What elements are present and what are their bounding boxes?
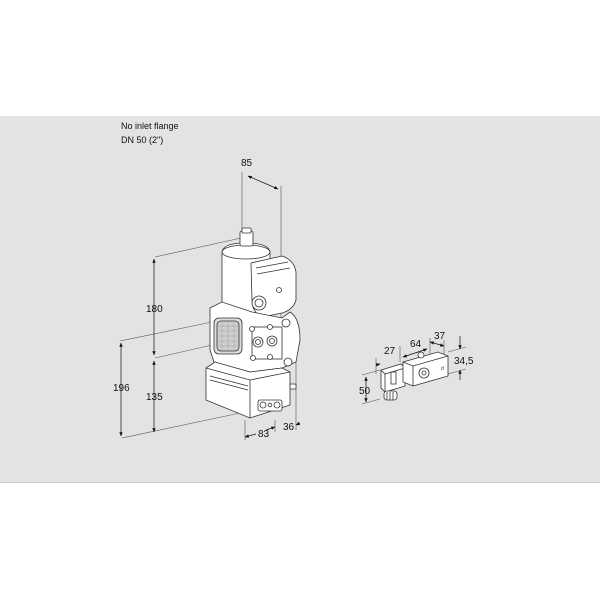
dim-body-height: 34,5: [454, 356, 474, 367]
dim-side-offset: 36: [283, 422, 295, 433]
svg-text:d: d: [441, 366, 444, 372]
dim-body-length: 64: [410, 339, 422, 350]
detail-actuator-drawing: d: [361, 338, 467, 405]
dim-body-depth: 37: [434, 331, 446, 342]
dim-base-width: 83: [258, 429, 270, 440]
detail-dimension-arrows: [364, 336, 462, 403]
dim-connector-length: 27: [384, 346, 396, 357]
main-dimension-arrows: [119, 175, 301, 438]
note-nominal-diameter: DN 50 (2"): [121, 135, 164, 145]
main-valve-drawing: [119, 172, 301, 440]
dim-height-total: 196: [113, 383, 130, 394]
dim-height-upper: 180: [146, 304, 163, 315]
note-inlet-flange: No inlet flange: [121, 121, 179, 131]
dim-height-lower: 135: [146, 392, 163, 403]
dim-top-width: 85: [241, 158, 253, 169]
dim-total-height: 50: [359, 386, 371, 397]
